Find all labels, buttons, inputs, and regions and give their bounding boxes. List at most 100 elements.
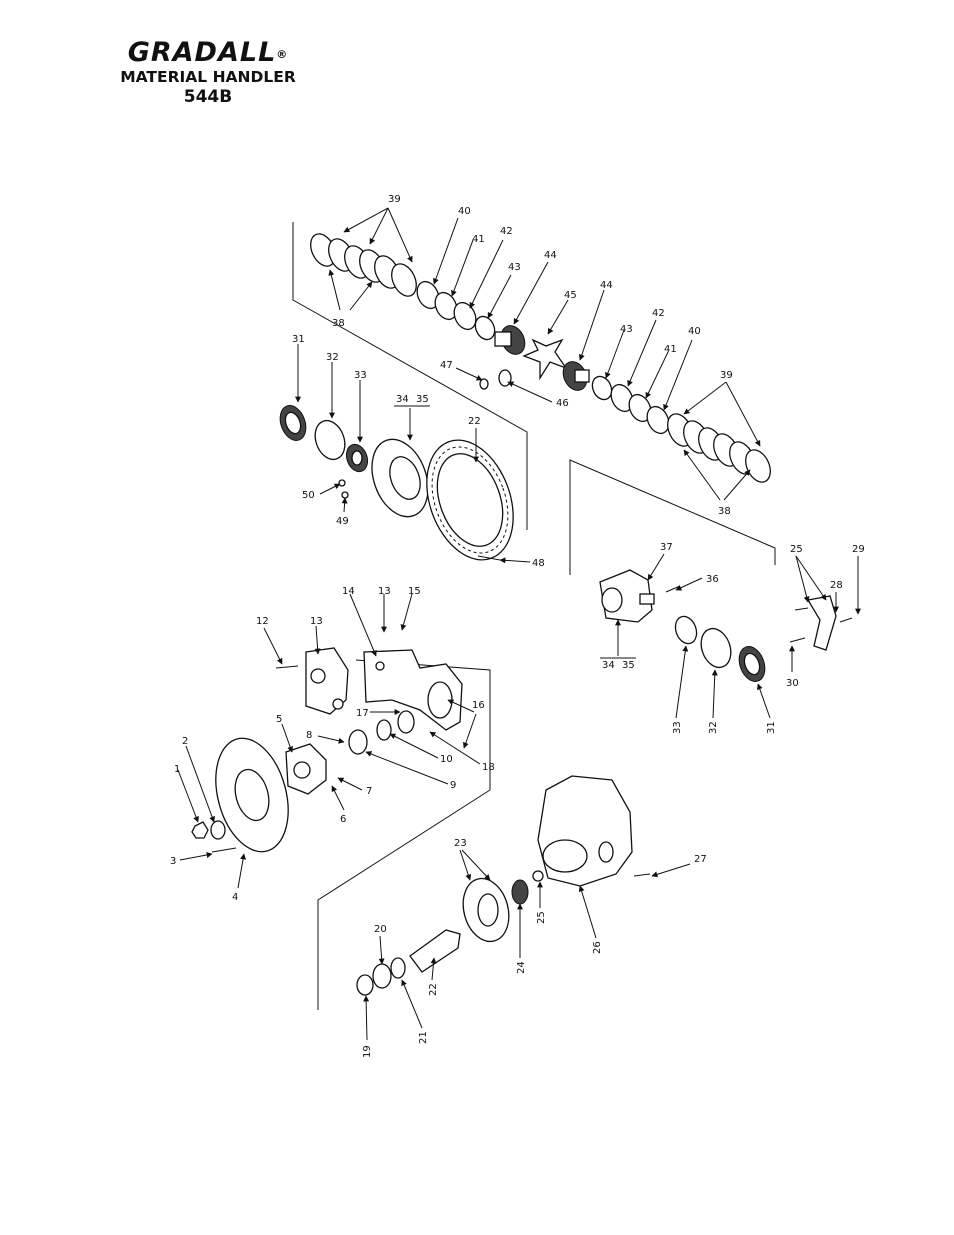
callout-25-right: 25 [790, 544, 803, 555]
callout-23: 23 [454, 838, 467, 849]
axle-housing [537, 775, 633, 887]
callout-18: 18 [482, 762, 495, 773]
leader-23b [461, 849, 491, 881]
callout-37: 37 [660, 542, 673, 553]
leader-43a [487, 274, 512, 319]
callout-45: 45 [564, 290, 577, 301]
callout-2: 2 [182, 736, 188, 747]
callout-25-lower: 25 [536, 911, 547, 924]
spider-cross [522, 338, 568, 381]
callout-29: 29 [852, 544, 865, 555]
callout-9: 9 [450, 780, 456, 791]
callout-34-upper: 34 [396, 394, 409, 405]
leader-2 [185, 745, 215, 823]
callout-22-upper: 22 [468, 416, 481, 427]
carrier-flange-23 [462, 877, 510, 943]
leader-42a [469, 239, 504, 309]
leader-8 [317, 735, 345, 744]
leader-1 [177, 769, 199, 823]
leader-9 [365, 751, 449, 785]
callout-22-lower: 22 [428, 983, 439, 996]
seal-stack-17-18 [348, 710, 415, 755]
leader-10 [389, 733, 439, 759]
bolt-27 [633, 873, 651, 877]
leader-43b [605, 329, 625, 379]
callout-44-upper: 44 [544, 250, 557, 261]
leader-14 [349, 593, 377, 657]
callout-41-lower: 41 [664, 344, 677, 355]
callout-1: 1 [174, 764, 180, 775]
leader-46 [507, 381, 553, 403]
brake-disc [215, 737, 289, 853]
leader-39a2 [369, 207, 389, 245]
callout-39-upper: 39 [388, 194, 401, 205]
callout-42-lower: 42 [652, 308, 665, 319]
callout-12: 12 [256, 616, 269, 627]
callout-34-lower: 34 [602, 660, 615, 671]
small-screws-50-49 [338, 479, 349, 499]
bearing-cone-20 [372, 963, 392, 989]
callout-15: 15 [408, 586, 421, 597]
bearing-cup-left [279, 405, 307, 441]
differential-case-half [371, 438, 429, 518]
seal-19 [356, 974, 374, 996]
leader-23 [459, 849, 472, 881]
callout-48: 48 [532, 558, 545, 569]
callout-31-left: 31 [292, 334, 305, 345]
leader-38a2 [349, 281, 373, 311]
bearing-cone-right [674, 615, 698, 645]
leader-44a [513, 261, 549, 325]
leader-33b [675, 645, 689, 719]
leader-39b [683, 381, 727, 415]
callout-6: 6 [340, 814, 346, 825]
callout-38-lower: 38 [718, 506, 731, 517]
registered-mark: ® [276, 48, 289, 61]
callout-42-upper: 42 [500, 226, 513, 237]
spacer-21 [390, 957, 406, 979]
nut-and-washer [191, 820, 226, 840]
callout-41-upper: 41 [472, 234, 485, 245]
callout-35-lower: 35 [622, 660, 635, 671]
leader-13a [314, 625, 321, 655]
callout-44-lower: 44 [600, 280, 613, 291]
upper-group-bracket [292, 222, 528, 530]
brand-logo: GRADALL® [108, 38, 308, 68]
leader-25b2 [795, 555, 827, 601]
ring-gear [426, 439, 514, 561]
leader-7 [337, 777, 363, 791]
leader-38b2 [723, 469, 751, 501]
leader-47 [455, 367, 483, 381]
callout-16: 16 [472, 700, 485, 711]
actuator-housing [305, 647, 349, 715]
leader-36 [675, 577, 703, 591]
lower-group-bracket [317, 789, 491, 1010]
leader-16b [462, 713, 477, 749]
callout-38-upper: 38 [332, 318, 345, 329]
lock-bracket [789, 595, 853, 651]
leader-38a [328, 269, 341, 311]
leader-39a [343, 207, 389, 233]
callout-5: 5 [276, 714, 282, 725]
callout-13-right: 13 [378, 586, 391, 597]
callout-19: 19 [362, 1045, 373, 1058]
callout-24: 24 [516, 961, 527, 974]
pinion-shaft [409, 929, 461, 973]
leader-26 [578, 885, 597, 939]
callout-14: 14 [342, 586, 355, 597]
callout-49: 49 [336, 516, 349, 527]
model-number: 544B [183, 87, 233, 107]
leader-20 [378, 935, 385, 965]
callout-21: 21 [418, 1031, 429, 1044]
callout-32-left: 32 [326, 352, 339, 363]
subtitle: MATERIAL HANDLER [120, 68, 296, 86]
leader-21 [401, 979, 423, 1029]
leader-32b [711, 669, 718, 719]
callout-33-right: 33 [672, 721, 683, 734]
leader-49 [341, 497, 348, 513]
leader-45 [547, 299, 569, 335]
leader-12 [263, 627, 283, 665]
bearing-cone-left [345, 443, 369, 473]
callout-36: 36 [706, 574, 719, 585]
callout-47: 47 [440, 360, 453, 371]
